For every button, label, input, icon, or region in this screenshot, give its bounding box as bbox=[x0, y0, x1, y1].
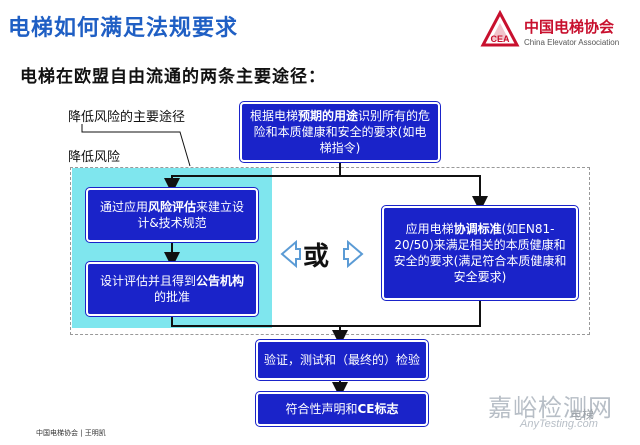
page-subtitle: 电梯在欧盟自由流通的两条主要途径： bbox=[20, 67, 326, 87]
notified-body-text: 设计评估并且得到公告机构的批准 bbox=[99, 274, 245, 304]
logo-name-en: China Elevator Association bbox=[524, 38, 620, 47]
label-pointer-main bbox=[81, 124, 191, 167]
cea-logo-icon: CEA bbox=[480, 10, 520, 47]
risk-assessment-box: 通过应用风险评估来建立设计&技术规范 bbox=[86, 188, 258, 242]
watermark-cn: 嘉峪检测网 bbox=[488, 394, 613, 422]
line-std-down bbox=[340, 300, 481, 327]
or-label: 或 bbox=[303, 242, 330, 272]
line-assess-down bbox=[171, 316, 340, 327]
watermark-small: 电梯 bbox=[570, 408, 595, 422]
reduce-risk-label: 降低风险 bbox=[68, 150, 121, 165]
watermark-en: AnyTesting.com bbox=[520, 418, 598, 430]
notified-body-box: 设计评估并且得到公告机构的批准 bbox=[86, 262, 258, 316]
or-left-arrow-icon bbox=[280, 239, 301, 269]
line-split-right bbox=[340, 175, 488, 212]
harmonized-standard-text: 应用电梯协调标准(如EN81-20/50)来满足相关的本质健康和安全的要求(满足… bbox=[393, 222, 567, 284]
ce-marking-text: 符合性声明和CE标志 bbox=[285, 402, 399, 416]
harmonized-standard-box: 应用电梯协调标准(如EN81-20/50)来满足相关的本质健康和安全的要求(满足… bbox=[382, 206, 578, 300]
identify-hazards-box: 根据电梯预期的用途识别所有的危险和本质健康和安全的要求(如电梯指令) bbox=[240, 102, 440, 162]
cea-logo: CEA 中国电梯协会 China Elevator Association bbox=[480, 8, 636, 56]
main-route-label: 降低风险的主要途径 bbox=[68, 110, 186, 125]
risk-assessment-text: 通过应用风险评估来建立设计&技术规范 bbox=[99, 200, 245, 230]
verification-box: 验证，测试和（最终的）检验 bbox=[256, 340, 428, 380]
page-title: 电梯如何满足法规要求 bbox=[8, 16, 239, 41]
verification-text: 验证，测试和（最终的）检验 bbox=[264, 353, 421, 367]
or-right-arrow-icon bbox=[343, 239, 364, 269]
ce-marking-box: 符合性声明和CE标志 bbox=[256, 392, 428, 426]
footer-credit: 中国电梯协会 | 王明凯 bbox=[36, 429, 106, 437]
routes-frame bbox=[70, 167, 590, 335]
identify-hazards-text: 根据电梯预期的用途识别所有的危险和本质健康和安全的要求(如电梯指令) bbox=[249, 109, 431, 155]
logo-name-cn: 中国电梯协会 bbox=[524, 18, 615, 36]
or-arrows bbox=[280, 239, 364, 269]
logo-mark-text: CEA bbox=[490, 34, 510, 44]
line-split-left bbox=[164, 175, 340, 194]
